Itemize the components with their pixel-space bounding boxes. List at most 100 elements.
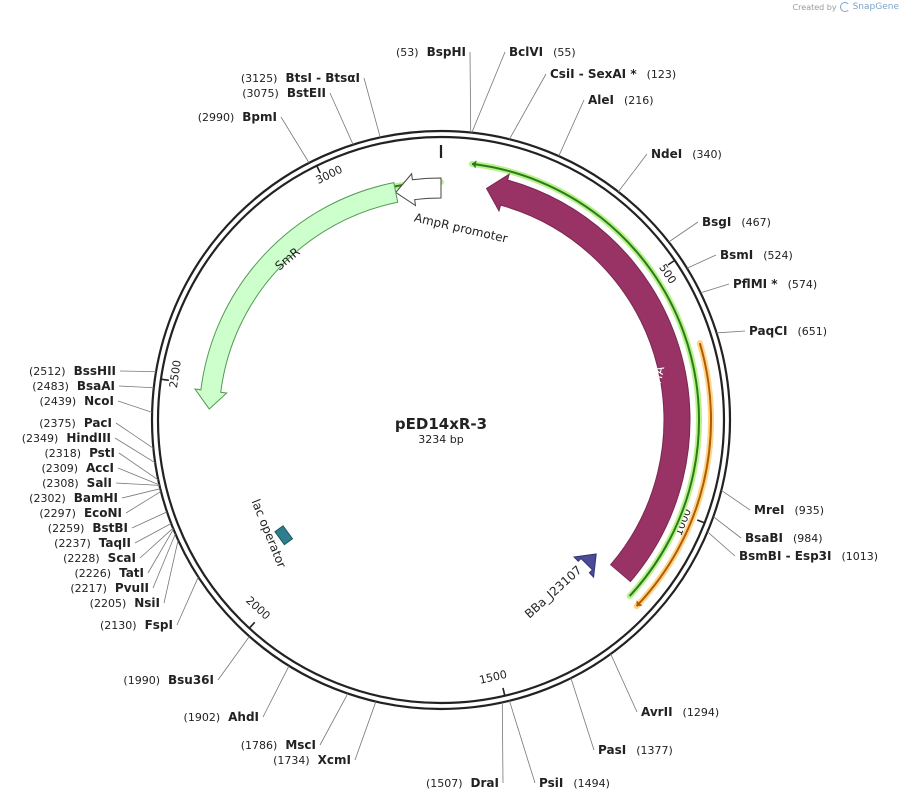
site-drai: DraI(1507) — [426, 776, 499, 790]
site-position: (1990) — [123, 674, 160, 687]
site-leader — [131, 511, 168, 529]
site-bamhi: BamHI(2302) — [29, 491, 118, 505]
site-paqci: PaqCI(651) — [749, 324, 827, 338]
trfa-outer-arc — [471, 162, 700, 597]
site-bsu36i: Bsu36I (1990) — [123, 673, 214, 687]
site-position: (2226) — [74, 567, 111, 580]
site-leader — [713, 516, 742, 539]
tick-mark — [160, 378, 169, 382]
site-leader — [139, 527, 174, 559]
site-name: BsgI — [702, 215, 731, 229]
site-psti: PstI (2318) — [44, 446, 115, 460]
site-leader — [471, 51, 506, 133]
site-position: (3075) — [242, 87, 279, 100]
site-position: (1734) — [273, 754, 310, 767]
site-position: (1786) — [241, 739, 278, 752]
site-econi: EcoNI(2297) — [39, 506, 122, 520]
site-fspi: FspI(2130) — [100, 618, 173, 632]
site-leader — [115, 482, 160, 486]
site-name: Bsu36I — [168, 673, 214, 687]
site-name: PstI — [89, 446, 115, 460]
plasmid-backbone — [150, 129, 732, 711]
site-bsmi: BsmI (524) — [720, 248, 793, 262]
credit-text: Created by — [792, 2, 837, 12]
tick-label: 2000 — [243, 594, 272, 623]
site-position: (1494) — [573, 777, 610, 790]
site-position: (2217) — [70, 582, 107, 595]
site-sali: SalI(2308) — [42, 476, 112, 490]
site-name: AvrII — [641, 705, 673, 719]
site-bsshii: BssHII (2512) — [29, 364, 116, 378]
site-name: TatI — [119, 566, 144, 580]
site-leader — [121, 488, 161, 499]
site-name: BsmI — [720, 248, 753, 262]
site-leader — [509, 700, 536, 784]
tick-mark — [248, 621, 256, 629]
site-position: (2228) — [63, 552, 100, 565]
site-paci: PacI(2375) — [39, 416, 112, 430]
site-leader — [118, 452, 159, 481]
site-name: AccI — [86, 461, 114, 475]
site-position: (651) — [797, 325, 827, 338]
backbone-outer-circle — [150, 129, 732, 711]
site-name: BpmI — [242, 110, 277, 124]
site-acci: AccI(2309) — [41, 461, 114, 475]
tick-mark — [502, 687, 506, 696]
snapgene-logo-icon — [839, 2, 850, 12]
site-position: (524) — [763, 249, 793, 262]
site-bclvi: BclVI(55) — [509, 45, 576, 59]
site-leader — [115, 422, 154, 449]
site-position: (1377) — [636, 744, 673, 757]
site-leader — [668, 221, 699, 243]
site-bsaai: BsaAI(2483) — [32, 379, 115, 393]
tick-label: 3000 — [314, 163, 345, 187]
site-name: MreI — [754, 503, 784, 517]
site-leader — [707, 531, 736, 557]
site-name: PasI — [598, 743, 626, 757]
site-name: AhdI — [228, 710, 259, 724]
plasmid-name: pED14xR-3 — [395, 415, 487, 433]
site-leader — [117, 400, 153, 413]
site-leader — [610, 653, 638, 713]
site-leader — [119, 370, 157, 373]
tick-label: 2500 — [167, 359, 184, 389]
site-leader — [114, 437, 156, 464]
site-position: (1507) — [426, 777, 463, 790]
site-position: (216) — [624, 94, 654, 107]
site-nsii: NsiI(2205) — [90, 596, 160, 610]
site-position: (3125) — [241, 72, 278, 85]
site-leader — [686, 254, 717, 269]
site-btsi-bts-i: BtsI - BtsαI (3125) — [241, 71, 360, 85]
tick-mark — [316, 165, 321, 174]
site-name: NsiI — [134, 596, 160, 610]
site-position: (1902) — [184, 711, 221, 724]
site-position: (467) — [741, 216, 771, 229]
credit-brand: SnapGene — [852, 2, 899, 12]
site-position: (2318) — [44, 447, 81, 460]
site-name: PsiI — [539, 776, 563, 790]
site-bstbi: BstBI(2259) — [48, 521, 128, 535]
site-leader — [618, 153, 648, 193]
site-avrii: AvrII(1294) — [641, 705, 719, 719]
backbone-inner-circle — [156, 135, 726, 705]
ampr-promoter-label: AmpR promoter — [413, 211, 509, 246]
site-leader — [125, 491, 162, 514]
site-position: (2308) — [42, 477, 79, 490]
site-name: NcoI — [84, 394, 114, 408]
site-hindiii: HindIII(2349) — [22, 431, 111, 445]
site-psii: PsiI (1494) — [539, 776, 610, 790]
site-name: BtsI - BtsαI — [285, 71, 360, 85]
site-pflmi: PflMI *(574) — [733, 277, 817, 291]
site-name: BssHII — [74, 364, 116, 378]
site-pasi: PasI (1377) — [598, 743, 673, 757]
site-position: (2237) — [54, 537, 91, 550]
site-name: HindIII — [66, 431, 111, 445]
site-name: BamHI — [74, 491, 118, 505]
site-leader — [319, 693, 349, 746]
site-position: (2512) — [29, 365, 66, 378]
tick-label: 1500 — [478, 668, 508, 687]
site-leader — [363, 77, 381, 138]
site-position: (935) — [794, 504, 824, 517]
site-alei: AleI(216) — [588, 93, 654, 107]
